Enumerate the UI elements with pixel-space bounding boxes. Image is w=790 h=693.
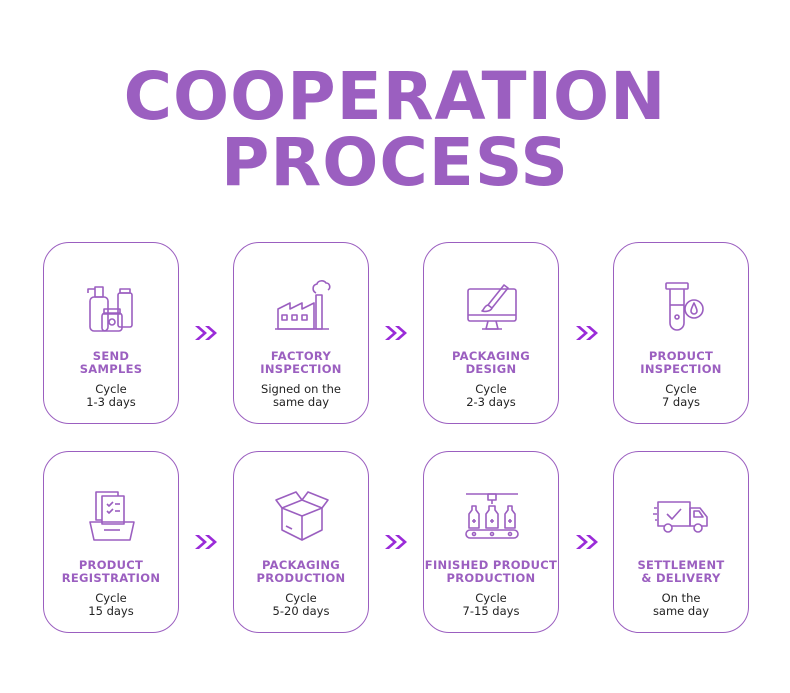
documents-tray-icon — [82, 486, 142, 546]
page-title-line-1: COOPERATION — [123, 58, 667, 135]
production-line-icon — [462, 486, 522, 546]
open-box-icon — [272, 486, 332, 546]
page-title-line-2: PROCESS — [221, 124, 569, 201]
next-arrow-icon — [193, 323, 219, 343]
test-tube-icon — [652, 277, 712, 337]
step-name: SETTLEMENT& DELIVERY — [637, 558, 725, 585]
next-arrow-icon — [574, 532, 600, 552]
delivery-truck-icon — [652, 486, 712, 546]
factory-icon — [272, 277, 332, 337]
next-arrow-icon — [193, 532, 219, 552]
design-monitor-icon — [462, 277, 522, 337]
next-arrow-icon — [574, 323, 600, 343]
cosmetics-bottles-icon — [82, 277, 142, 337]
next-arrow-icon — [383, 532, 409, 552]
next-arrow-icon — [383, 323, 409, 343]
